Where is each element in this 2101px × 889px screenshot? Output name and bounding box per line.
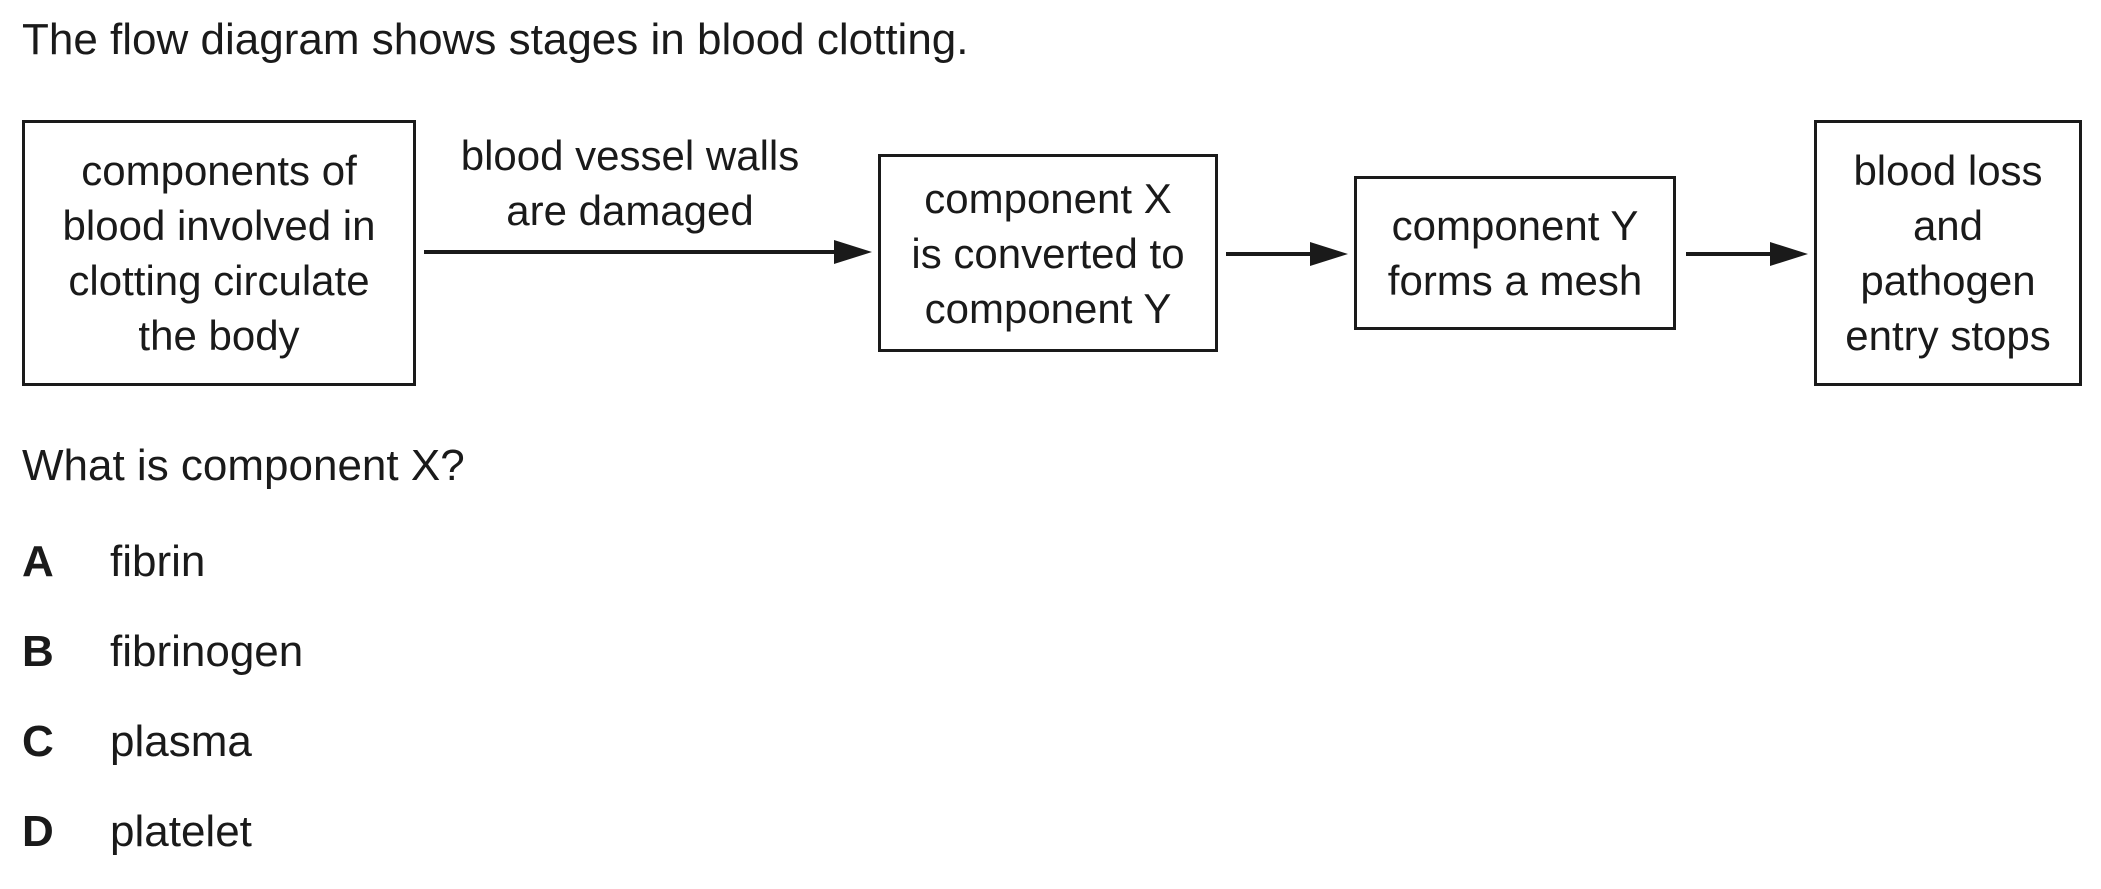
arrow-1 (424, 240, 872, 264)
option-letter: B (22, 627, 54, 676)
option-letter: C (22, 717, 54, 766)
option-text: fibrinogen (110, 627, 304, 676)
option-text: platelet (110, 807, 252, 856)
intro-text: The flow diagram shows stages in blood c… (22, 15, 969, 64)
arrow-label-vessel-damage: blood vessel walls are damaged (460, 132, 800, 234)
arrow-3 (1686, 242, 1808, 266)
flow-box-component-x-conversion: component X is converted to component Y (878, 154, 1218, 352)
question-text: What is component X? (22, 441, 465, 490)
flow-box-blood-components: components of blood involved in clotting… (22, 120, 416, 386)
option-letter: A (22, 537, 54, 586)
flow-box-mesh-formation: component Y forms a mesh (1354, 176, 1676, 330)
option-text: fibrin (110, 537, 206, 586)
option-text: plasma (110, 717, 252, 766)
flow-box-blood-loss-stops: blood loss and pathogen entry stops (1814, 120, 2082, 386)
option-letter: D (22, 807, 54, 856)
arrow-2 (1226, 242, 1348, 266)
